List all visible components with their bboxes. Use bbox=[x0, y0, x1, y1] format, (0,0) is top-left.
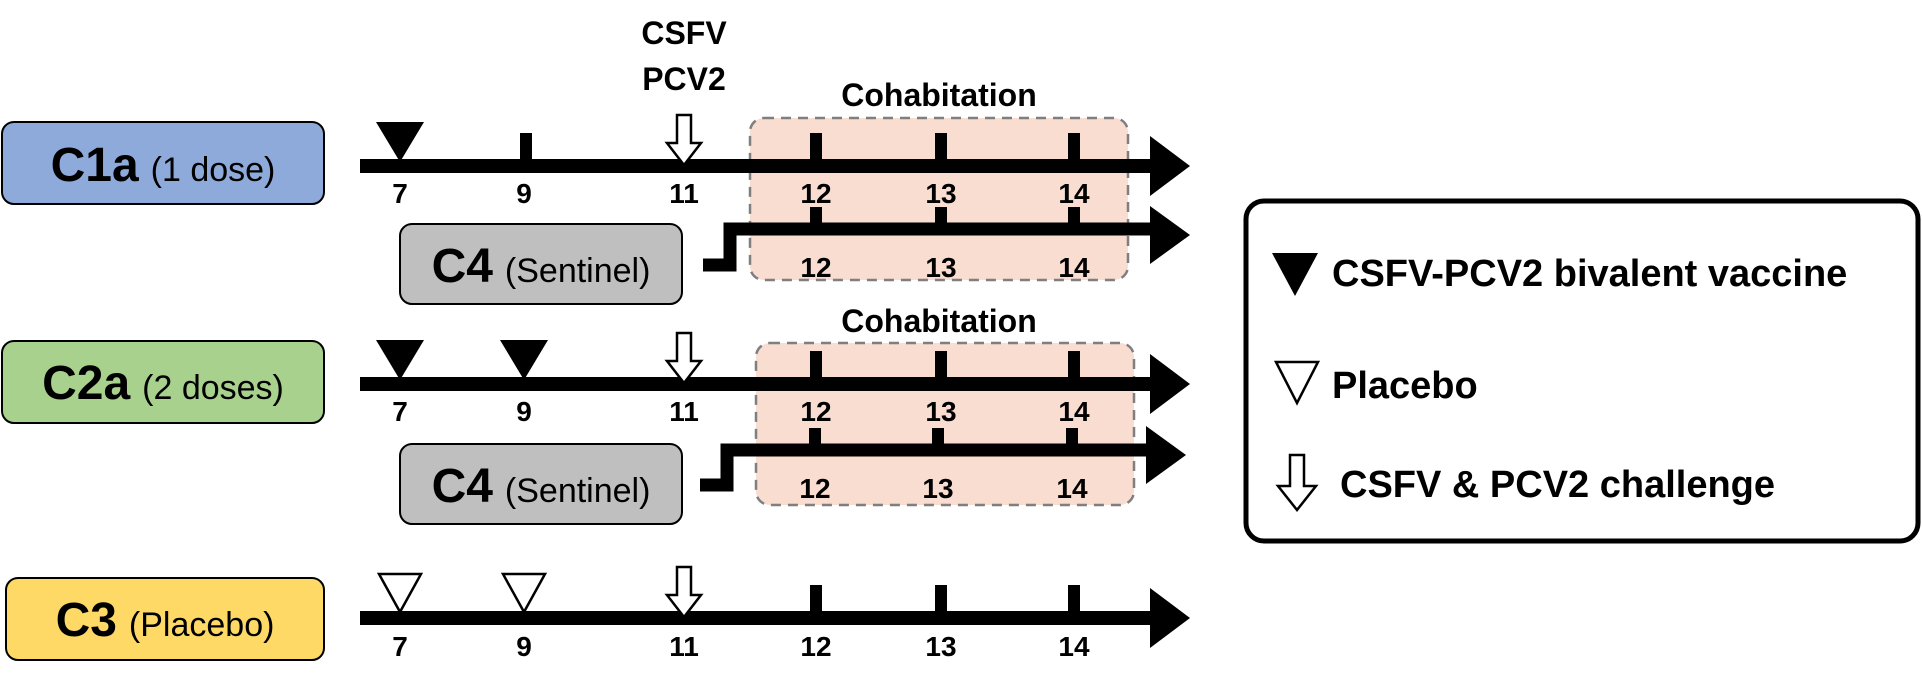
tick-label-c1a-11: 11 bbox=[669, 178, 699, 209]
group-label-c3: C3(Placebo) bbox=[56, 594, 275, 647]
vaccine-legend-icon bbox=[1272, 253, 1318, 296]
timeline-c4-sentinel-1 bbox=[703, 206, 1190, 272]
group-box-c1a bbox=[1, 121, 325, 205]
cohabitation-label-1: Cohabitation bbox=[841, 77, 1037, 113]
tick-label-c2a-14: 14 bbox=[1058, 396, 1090, 427]
timeline-c4-sentinel-2 bbox=[700, 426, 1186, 492]
challenge-arrow-c3-11 bbox=[665, 565, 703, 619]
group-box-c2a bbox=[1, 340, 325, 424]
tick-label-c4b-13: 13 bbox=[922, 473, 953, 504]
legend-challenge-label: CSFV & PCV2 challenge bbox=[1340, 464, 1775, 506]
timeline-c2a bbox=[360, 351, 1190, 414]
vaccine-marker-c1a-7 bbox=[376, 122, 424, 162]
placebo-marker-c3-9 bbox=[501, 572, 547, 614]
vaccine-marker-c2a-7 bbox=[376, 340, 424, 380]
cohabitation-label-2: Cohabitation bbox=[841, 303, 1037, 339]
tick-label-c2a-13: 13 bbox=[925, 396, 956, 427]
tick-label-c2a-9: 9 bbox=[516, 396, 532, 427]
tick-label-c4b-14: 14 bbox=[1056, 473, 1088, 504]
tick-label-c1a-14: 14 bbox=[1058, 178, 1090, 209]
vaccine-marker-c2a-9 bbox=[500, 340, 548, 380]
tick-label-c3-13: 13 bbox=[925, 631, 956, 662]
placebo-marker-c3-7 bbox=[377, 572, 423, 614]
challenge-legend-icon bbox=[1275, 453, 1319, 513]
tick-label-c3-7: 7 bbox=[392, 631, 408, 662]
challenge-label-csfv: CSFV bbox=[641, 15, 727, 51]
group-box-c3 bbox=[5, 577, 325, 661]
group-label-c1a: C1a(1 dose) bbox=[51, 139, 276, 192]
tick-label-c2a-7: 7 bbox=[392, 396, 408, 427]
timeline-c1a bbox=[360, 133, 1190, 196]
tick-label-c4a-14: 14 bbox=[1058, 252, 1090, 283]
placebo-legend-icon bbox=[1273, 360, 1321, 406]
tick-label-c3-9: 9 bbox=[516, 631, 532, 662]
challenge-arrow-c1a-11 bbox=[665, 113, 703, 167]
group-label-c4-1: C4(Sentinel) bbox=[432, 240, 651, 293]
challenge-arrow-c2a-11 bbox=[665, 331, 703, 385]
tick-label-c3-11: 11 bbox=[669, 631, 699, 662]
tick-label-c1a-12: 12 bbox=[800, 178, 831, 209]
tick-label-c2a-11: 11 bbox=[669, 396, 699, 427]
challenge-label-pcv2: PCV2 bbox=[642, 61, 726, 97]
tick-label-c4b-12: 12 bbox=[799, 473, 830, 504]
legend-box bbox=[1243, 198, 1921, 544]
tick-label-c3-12: 12 bbox=[800, 631, 831, 662]
group-label-c2a: C2a(2 doses) bbox=[42, 357, 284, 410]
tick-label-c4a-13: 13 bbox=[925, 252, 956, 283]
legend-placebo-label: Placebo bbox=[1332, 365, 1478, 407]
cohabitation-box-1 bbox=[748, 116, 1130, 282]
group-label-c4-2: C4(Sentinel) bbox=[432, 460, 651, 513]
tick-label-c1a-13: 13 bbox=[925, 178, 956, 209]
group-box-c4-1 bbox=[399, 223, 683, 305]
group-box-c4-2 bbox=[399, 443, 683, 525]
tick-label-c4a-12: 12 bbox=[800, 252, 831, 283]
tick-label-c2a-12: 12 bbox=[800, 396, 831, 427]
tick-label-c1a-7: 7 bbox=[392, 178, 408, 209]
tick-label-c3-14: 14 bbox=[1058, 631, 1090, 662]
legend-vaccine-label: CSFV-PCV2 bivalent vaccine bbox=[1332, 253, 1847, 295]
tick-label-c1a-9: 9 bbox=[516, 178, 532, 209]
timeline-c3 bbox=[360, 585, 1190, 648]
